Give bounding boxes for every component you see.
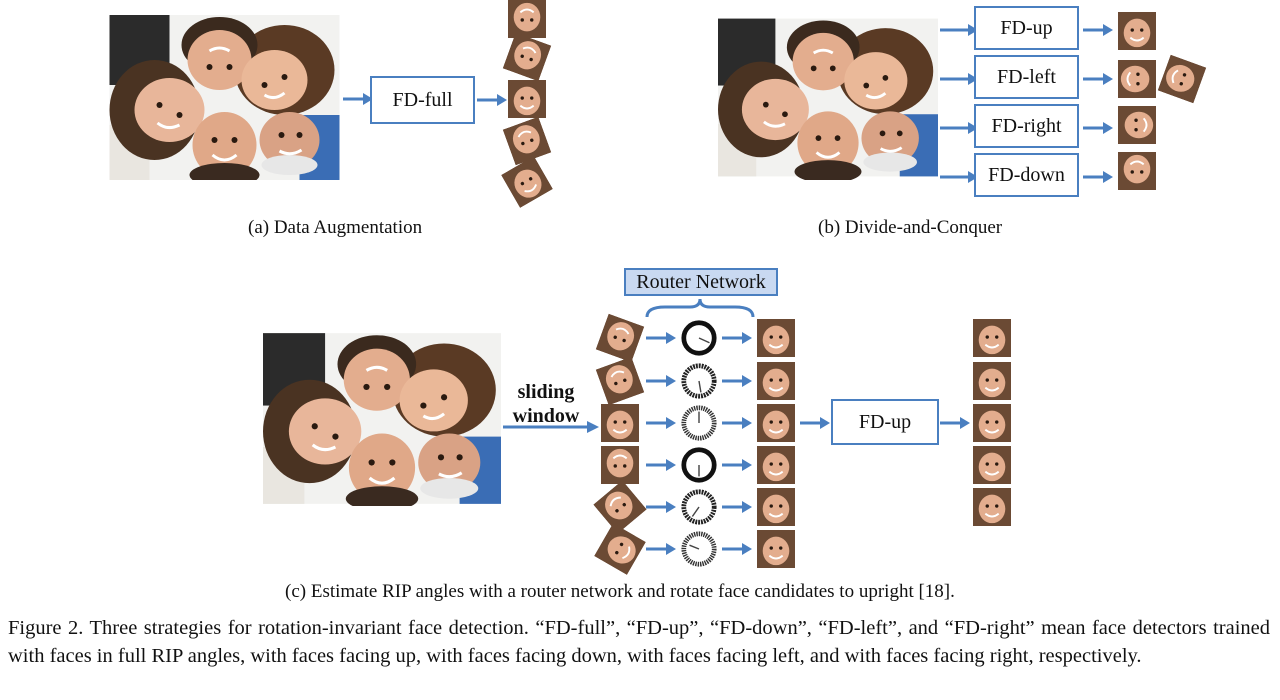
right-arrow-icon [1083, 121, 1113, 135]
rotation-dial-icon [681, 447, 717, 483]
rotation-dial-icon [681, 405, 717, 441]
fd-full-label: FD-full [392, 88, 453, 111]
upright-face [757, 446, 795, 484]
rotation-dial-icon [681, 320, 717, 356]
upright-face [757, 362, 795, 400]
sliding-window-arrow [503, 421, 599, 433]
window-word: window [512, 405, 580, 427]
panel-b-caption: (b) Divide-and-Conquer [818, 217, 1003, 238]
right-arrow-icon [646, 374, 676, 388]
right-arrow-icon [722, 331, 752, 345]
face-thumbnail [1118, 12, 1156, 50]
panel-c-caption: (c) Estimate RIP angles with a router ne… [285, 581, 955, 602]
right-arrow-icon [646, 500, 676, 514]
router-network-text: Router Network [636, 270, 766, 293]
detected-face [973, 446, 1011, 484]
right-arrow-icon [1083, 23, 1113, 37]
face-candidate [596, 314, 645, 363]
face-thumbnail [503, 33, 552, 82]
split-connector [940, 24, 978, 183]
right-arrow-icon [722, 500, 752, 514]
fd-up-label: FD-up [1000, 16, 1053, 39]
router-brace [645, 298, 755, 318]
upright-face [757, 319, 795, 357]
fd-right-label: FD-right [991, 114, 1062, 137]
right-arrow-icon [646, 331, 676, 345]
right-arrow-icon [646, 458, 676, 472]
rotation-dial-icon [681, 363, 717, 399]
upright-face [757, 530, 795, 568]
face-thumbnail [503, 117, 552, 166]
router-network-label: Router Network [624, 268, 778, 296]
detected-face [973, 488, 1011, 526]
right-arrow-icon [722, 374, 752, 388]
group-photo-c [263, 331, 501, 506]
right-arrow-icon [800, 416, 830, 430]
face-thumbnail [1118, 60, 1156, 98]
right-arrow-icon [940, 416, 970, 430]
face-candidate [601, 404, 639, 442]
right-arrow-icon [1083, 72, 1113, 86]
upright-face [757, 404, 795, 442]
detected-face [973, 362, 1011, 400]
face-candidate [596, 357, 645, 406]
sliding-window-label: sliding window [505, 380, 587, 428]
upright-face [757, 488, 795, 526]
fd-down-label: FD-down [988, 163, 1065, 186]
fd-down-box: FD-down [974, 153, 1079, 197]
fd-up-label-c: FD-up [858, 410, 912, 433]
detected-face [973, 319, 1011, 357]
right-arrow-icon [722, 416, 752, 430]
right-arrow-icon [722, 458, 752, 472]
right-arrow-icon [646, 542, 676, 556]
face-thumbnail [1118, 152, 1156, 190]
group-photo-a [108, 15, 341, 180]
right-arrow-icon [477, 93, 507, 107]
group-photo-b [718, 15, 938, 180]
rotation-dial-icon [681, 489, 717, 525]
right-arrow-icon [722, 542, 752, 556]
face-candidate [593, 480, 647, 534]
sliding-word: sliding [517, 381, 575, 403]
face-candidate [594, 523, 646, 575]
fd-left-label: FD-left [997, 65, 1056, 88]
fd-full-box: FD-full [370, 76, 475, 124]
rotation-dial-icon [681, 531, 717, 567]
face-thumbnail [508, 0, 546, 38]
figure-caption: Figure 2. Three strategies for rotation-… [8, 617, 1270, 667]
panel-a-caption: (a) Data Augmentation [248, 217, 423, 238]
fd-up-box-c: FD-up [831, 399, 939, 445]
fd-right-box: FD-right [974, 104, 1079, 148]
face-candidate [601, 446, 639, 484]
right-arrow-icon [1083, 170, 1113, 184]
fd-up-box: FD-up [974, 6, 1079, 50]
right-arrow-icon [646, 416, 676, 430]
face-thumbnail [1158, 55, 1207, 104]
detected-face [973, 404, 1011, 442]
face-thumbnail [508, 80, 546, 118]
right-arrow-icon [343, 92, 373, 106]
fd-left-box: FD-left [974, 55, 1079, 99]
face-thumbnail [501, 156, 553, 208]
face-thumbnail [1118, 106, 1156, 144]
